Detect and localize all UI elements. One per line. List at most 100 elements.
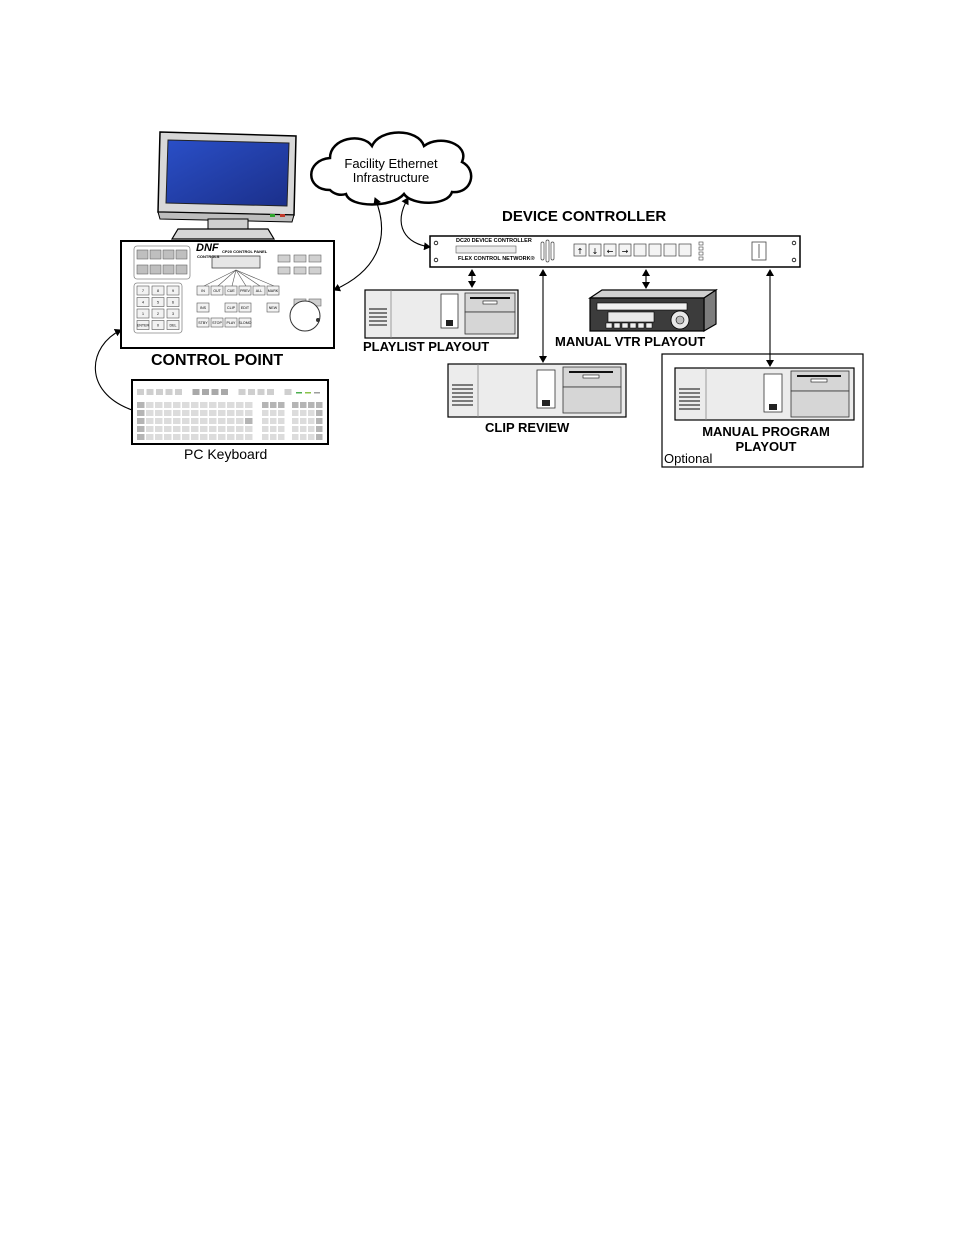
keyboard-key xyxy=(227,418,235,424)
svg-text:STOP: STOP xyxy=(212,321,222,325)
svg-text:6: 6 xyxy=(172,301,174,305)
keyboard-key xyxy=(164,418,172,424)
keyboard-key xyxy=(173,426,181,432)
svg-text:EDIT: EDIT xyxy=(241,306,250,310)
keyboard-key xyxy=(292,410,299,416)
keyboard-key xyxy=(236,410,244,416)
keyboard-key xyxy=(146,426,154,432)
svg-text:PLAY: PLAY xyxy=(227,321,237,325)
keyboard-key xyxy=(137,426,145,432)
keyboard-key xyxy=(316,426,323,432)
keyboard-key xyxy=(182,434,190,440)
keyboard-key xyxy=(200,434,208,440)
keyboard-key xyxy=(155,418,163,424)
keyboard-key xyxy=(262,434,269,440)
keypad-key-9: 9 xyxy=(167,286,179,295)
keyboard-key xyxy=(300,426,307,432)
svg-text:SLOMO: SLOMO xyxy=(239,321,252,325)
keypad-key-1: 1 xyxy=(137,309,149,318)
keyboard-key xyxy=(270,418,277,424)
keyboard-key xyxy=(248,389,255,395)
svg-text:1: 1 xyxy=(142,312,144,316)
keyboard-key xyxy=(227,402,235,408)
pc-keyboard-icon xyxy=(132,380,328,444)
playlist-playout-label: PLAYLIST PLAYOUT xyxy=(363,339,489,354)
keyboard-key xyxy=(239,389,246,395)
clip-review-label: CLIP REVIEW xyxy=(485,420,569,435)
keyboard-key xyxy=(209,418,217,424)
keyboard-key xyxy=(292,434,299,440)
keyboard-key xyxy=(314,392,320,394)
keyboard-key xyxy=(236,426,244,432)
svg-text:9: 9 xyxy=(172,289,174,293)
keyboard-key xyxy=(245,410,253,416)
keyboard-key xyxy=(191,418,199,424)
keyboard-key xyxy=(308,418,315,424)
keyboard-key xyxy=(262,402,269,408)
keyboard-key xyxy=(164,402,172,408)
keyboard-key xyxy=(182,418,190,424)
svg-text:NEW: NEW xyxy=(269,306,278,310)
monitor-icon xyxy=(158,132,296,239)
keyboard-key xyxy=(164,426,172,432)
keyboard-key xyxy=(209,402,217,408)
svg-text:MARK: MARK xyxy=(268,289,279,293)
keyboard-key xyxy=(191,434,199,440)
cp-button-cue: CUE xyxy=(225,286,237,295)
keyboard-key xyxy=(137,410,145,416)
svg-text:IN: IN xyxy=(201,289,205,293)
cp-button-out: OUT xyxy=(211,286,223,295)
optional-label: Optional xyxy=(664,451,712,466)
cp-button-all: ALL xyxy=(253,286,265,295)
keyboard-key xyxy=(146,418,154,424)
keyboard-key xyxy=(270,434,277,440)
keyboard-key xyxy=(267,389,274,395)
keyboard-key xyxy=(146,410,154,416)
svg-text:3: 3 xyxy=(172,312,174,316)
keyboard-key xyxy=(155,402,163,408)
cp-panel-name: CP20 CONTROL PANEL xyxy=(222,249,267,254)
manual-program-server xyxy=(675,368,854,420)
manual-program-line1: MANUAL PROGRAM xyxy=(680,424,852,439)
keyboard-key xyxy=(300,402,307,408)
keyboard-key xyxy=(137,418,145,424)
keyboard-key xyxy=(308,434,315,440)
clip-review-server xyxy=(448,364,626,417)
cp-button-prev: PREV xyxy=(239,286,251,295)
keyboard-key xyxy=(209,434,217,440)
keyboard-key xyxy=(308,410,315,416)
keyboard-key xyxy=(137,402,145,408)
keyboard-key xyxy=(200,418,208,424)
keyboard-key xyxy=(218,426,226,432)
cloud-label-line2: Infrastructure xyxy=(323,171,459,185)
svg-text:DEL: DEL xyxy=(170,324,177,328)
keypad-key-5: 5 xyxy=(152,298,164,307)
keyboard-key xyxy=(270,402,277,408)
keyboard-key xyxy=(147,389,154,395)
cp-button-clip: CLIP xyxy=(225,303,237,312)
keyboard-key xyxy=(316,402,323,408)
svg-text:4: 4 xyxy=(142,301,144,305)
keypad-key-8: 8 xyxy=(152,286,164,295)
keyboard-key xyxy=(300,418,307,424)
keyboard-key xyxy=(146,402,154,408)
keyboard-key xyxy=(316,418,323,424)
keyboard-key xyxy=(173,418,181,424)
keyboard-key xyxy=(300,434,307,440)
keyboard-key xyxy=(212,389,219,395)
device-controller-panel-brand: FLEX CONTROL NETWORK® xyxy=(458,256,535,262)
control-point-label: CONTROL POINT xyxy=(151,352,283,370)
svg-text:↑: ↑ xyxy=(577,247,584,256)
keyboard-key xyxy=(209,426,217,432)
keyboard-key xyxy=(218,402,226,408)
keyboard-key xyxy=(191,402,199,408)
keyboard-key xyxy=(270,410,277,416)
keyboard-key xyxy=(296,392,302,394)
keyboard-key xyxy=(191,426,199,432)
keyboard-key xyxy=(308,426,315,432)
keyboard-key xyxy=(292,426,299,432)
cp-button-new: NEW xyxy=(267,303,279,312)
cp-button-play: PLAY xyxy=(225,318,237,327)
keypad-key-4: 4 xyxy=(137,298,149,307)
